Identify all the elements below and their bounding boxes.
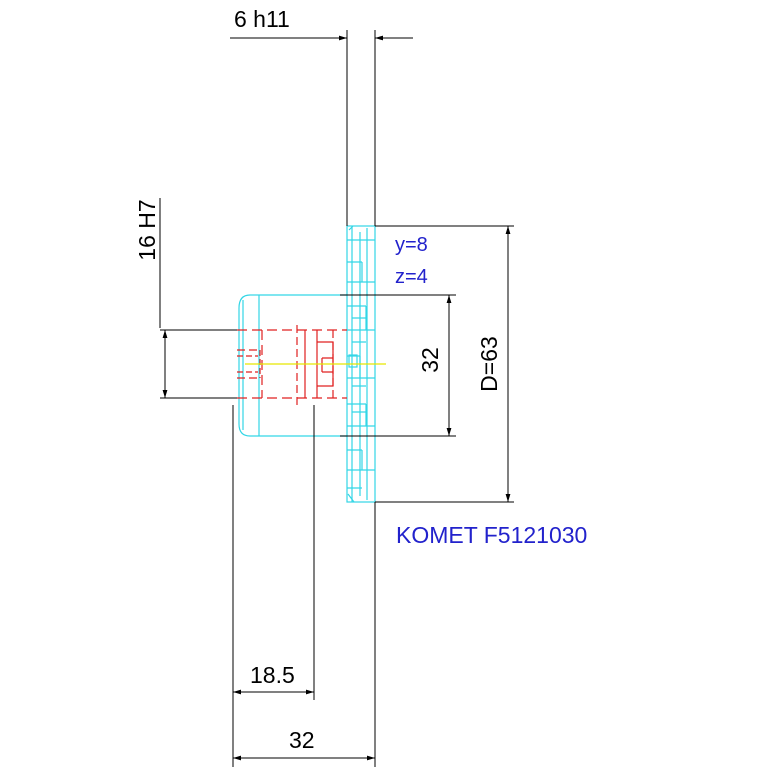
dimension-lines — [159, 30, 514, 767]
param-z-label: z=4 — [395, 266, 428, 288]
dim-offset-label: 18.5 — [250, 662, 295, 688]
dim-hub-diameter-label: 32 — [417, 347, 443, 373]
param-y-label: y=8 — [395, 234, 428, 256]
dim-diameter-label: D=63 — [476, 336, 502, 392]
dim-bore-label: 16 H7 — [134, 199, 160, 260]
dim-width-label: 6 h11 — [234, 6, 290, 32]
cutter-outline — [238, 225, 376, 503]
dim-length-label: 32 — [289, 727, 315, 753]
product-code-label: KOMET F5121030 — [396, 522, 587, 548]
bore-hidden-lines — [237, 325, 347, 405]
